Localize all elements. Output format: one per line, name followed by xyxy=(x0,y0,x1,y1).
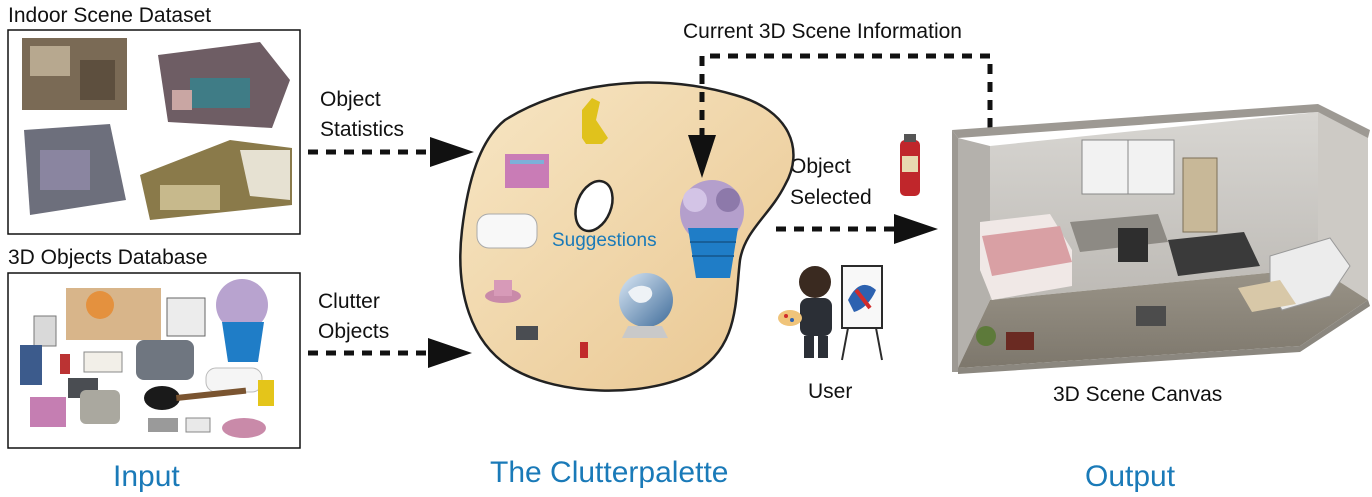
db-figurine xyxy=(20,345,42,385)
palette-phone[interactable] xyxy=(516,326,538,340)
section-output-title: Output xyxy=(1085,460,1176,493)
object-statistics-label-line2: Statistics xyxy=(320,118,405,141)
palette-bottle[interactable] xyxy=(580,342,588,358)
arrow-scene-info-loop xyxy=(688,53,993,178)
palette-horse-statue[interactable] xyxy=(582,98,608,144)
scene-canvas-room xyxy=(952,104,1370,374)
palette-gift-box[interactable] xyxy=(505,154,549,188)
user-label: User xyxy=(808,380,853,403)
scene-photo-2 xyxy=(158,42,290,128)
db-bottle xyxy=(60,354,70,374)
db-flower-pot xyxy=(216,279,268,362)
db-photo-frame xyxy=(185,417,211,433)
db-gift-box xyxy=(30,397,66,427)
section-input-title: Input xyxy=(113,460,180,493)
db-clock xyxy=(166,297,206,337)
db-pillow xyxy=(205,367,263,393)
user-painter-icon xyxy=(778,265,883,361)
section-palette-title: The Clutterpalette xyxy=(490,456,729,489)
db-horse-statue xyxy=(258,380,274,406)
palette-globe[interactable] xyxy=(619,273,673,338)
palette-thumb-hole xyxy=(574,179,614,233)
db-trash-bin xyxy=(33,315,57,347)
db-printer xyxy=(136,340,194,380)
scene-canvas-label: 3D Scene Canvas xyxy=(1053,383,1223,406)
suggestions-label: Suggestions xyxy=(552,230,657,251)
indoor-dataset-label: Indoor Scene Dataset xyxy=(8,4,212,27)
palette-cup-saucer[interactable] xyxy=(485,280,521,303)
objects-database-label: 3D Objects Database xyxy=(8,246,208,269)
clutterpalette xyxy=(459,81,795,392)
db-cup-saucer xyxy=(222,418,266,438)
scene-photo-1 xyxy=(22,38,127,110)
db-book xyxy=(83,351,123,373)
arrow-object-selected xyxy=(776,214,938,244)
object-selected-label-line2: Selected xyxy=(790,186,872,209)
current-scene-info-label: Current 3D Scene Information xyxy=(683,20,962,43)
db-guitar xyxy=(144,386,247,410)
db-shoes xyxy=(148,418,178,432)
db-bag xyxy=(80,390,120,424)
clutter-objects-label-line1: Clutter xyxy=(318,290,380,313)
object-selected-label-line1: Object xyxy=(790,155,851,178)
palette-pillow[interactable] xyxy=(476,213,538,249)
indoor-dataset-panel xyxy=(7,29,301,235)
selected-bottle-icon xyxy=(900,134,920,196)
arrow-clutter-objects xyxy=(308,338,472,368)
arrow-statistics xyxy=(308,137,474,167)
db-painting xyxy=(66,288,161,340)
objects-database-panel xyxy=(7,272,301,449)
scene-photo-4 xyxy=(140,140,292,220)
scene-photo-3 xyxy=(24,124,126,215)
object-statistics-label-line1: Object xyxy=(320,88,381,111)
clutter-objects-label-line2: Objects xyxy=(318,320,390,343)
palette-flower-pot[interactable] xyxy=(680,180,744,278)
